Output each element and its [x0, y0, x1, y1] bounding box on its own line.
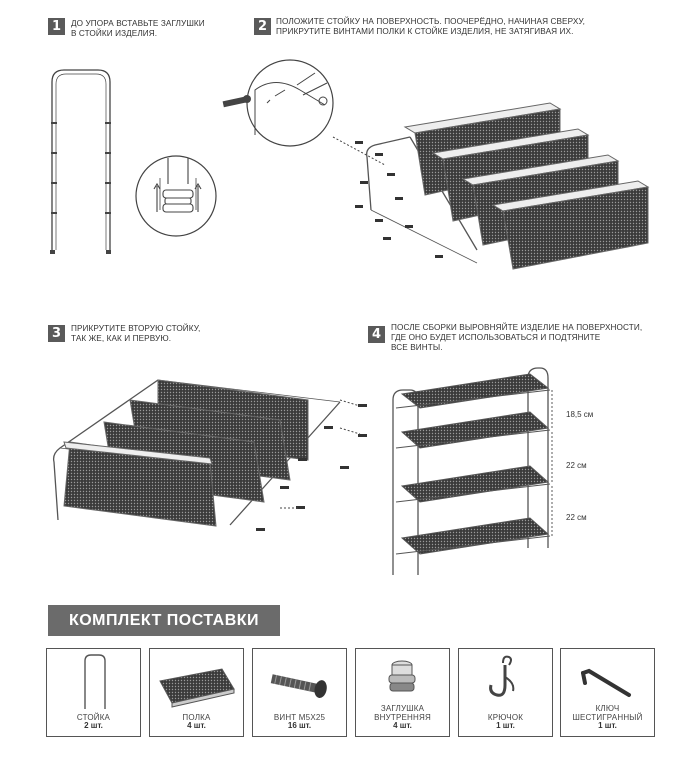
step-2-illustration [222, 59, 650, 270]
step-2-number: 2 [254, 18, 271, 35]
dimension-middle: 22 см [566, 461, 587, 470]
shelf-icon [159, 668, 235, 708]
step-1-number: 1 [48, 18, 65, 35]
hook-icon [489, 655, 515, 697]
dimension-bottom: 22 см [566, 513, 587, 522]
kit-item-shelf: ПОЛКА 4 шт. [149, 648, 244, 737]
stand-icon [84, 654, 106, 709]
kit-item-stand: СТОЙКА 2 шт. [46, 648, 141, 737]
step-3-text: ПРИКРУТИТЕ ВТОРУЮ СТОЙКУ, ТАК ЖЕ, КАК И … [71, 324, 201, 343]
screw-icon [270, 674, 327, 698]
kit-item-plug: ЗАГЛУШКА ВНУТРЕННЯЯ 4 шт. [355, 648, 450, 737]
hex-key-icon [581, 668, 631, 697]
plug-icon [388, 660, 416, 692]
step-1-text: ДО УПОРА ВСТАВЬТЕ ЗАГЛУШКИ В СТОЙКИ ИЗДЕ… [71, 19, 205, 38]
dimension-top: 18,5 см [566, 410, 594, 419]
step-4-number: 4 [368, 326, 385, 343]
step-4-text: ПОСЛЕ СБОРКИ ВЫРОВНЯЙТЕ ИЗДЕЛИЕ НА ПОВЕР… [391, 323, 643, 352]
step-1-illustration [50, 69, 217, 254]
step-3-illustration [52, 379, 367, 531]
kit-title: КОМПЛЕКТ ПОСТАВКИ [48, 605, 280, 636]
kit-item-screw: ВИНТ М5х25 16 шт. [252, 648, 347, 737]
step-3-number: 3 [48, 325, 65, 342]
kit-item-hook: КРЮЧОК 1 шт. [458, 648, 553, 737]
kit-item-hex-key: КЛЮЧ ШЕСТИГРАННЫЙ 1 шт. [560, 648, 655, 737]
step-4-illustration [392, 367, 553, 575]
step-2-text: ПОЛОЖИТЕ СТОЙКУ НА ПОВЕРХНОСТЬ. ПООЧЕРЁД… [276, 17, 585, 36]
